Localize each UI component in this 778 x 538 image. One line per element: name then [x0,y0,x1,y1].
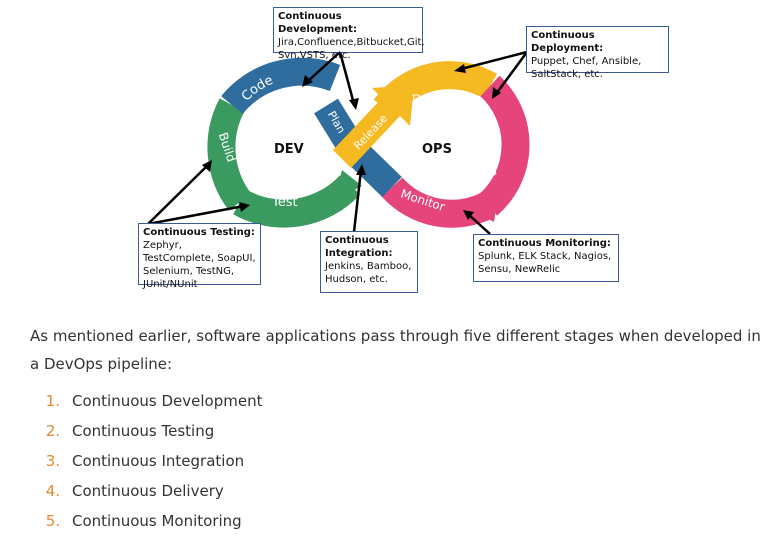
list-number: 3. [45,452,60,470]
pointer-dev-to-code-head [302,75,313,87]
callout-testing-body: Zephyr, TestComplete, SoapUI, Selenium, … [143,240,256,290]
list-number: 2. [45,422,60,440]
callout-monitoring-title: Continuous Monitoring: [478,238,611,249]
ops-center-label: OPS [422,142,452,157]
callout-continuous-development: Continuous Development: Jira,Confluence,… [273,7,425,61]
pointer-deploy-to-deploy [460,50,528,71]
pointer-testing-to-test [147,204,245,226]
list-item: 4. Continuous Delivery [30,476,262,506]
stage-list: 1. Continuous Development 2. Continuous Te… [30,386,263,536]
list-label: Continuous Development [72,392,263,410]
callout-continuous-integration: Continuous Integration: Jenkins, Bamboo,… [320,231,418,293]
callout-continuous-testing: Continuous Testing: Zephyr, TestComplete… [138,223,261,290]
callout-deployment-body: Puppet, Chef, Ansible, SaltStack, etc. [531,56,642,80]
pointer-monitoring-to-monitor-head [463,210,474,220]
pointer-testing-to-build [147,164,209,225]
callout-integration-title: Continuous Integration: [325,235,393,259]
pointer-dev-to-plan-head [349,98,359,110]
pointer-deploy-to-deploy-head [454,64,466,73]
list-label: Continuous Monitoring [72,512,242,530]
pointer-dev-to-code [306,51,341,83]
list-number: 4. [45,482,60,500]
test-arrowhead [334,170,362,200]
pointer-deploy-to-operate-head [492,87,501,99]
operate-arrowhead [472,196,498,222]
code-segment [221,57,341,115]
callout-testing-title: Continuous Testing: [143,227,255,238]
list-item: 2. Continuous Testing [30,416,262,446]
pointer-testing-to-build-head [202,160,212,172]
pointer-dev-to-plan [338,51,356,105]
pointer-integration-to-release-head [356,164,366,175]
list-number: 1. [45,392,60,410]
pointer-testing-to-test-head [239,202,250,212]
release-arrow [333,85,414,168]
list-label: Continuous Integration [72,452,245,470]
list-item: 1. Continuous Development [30,386,263,416]
callout-continuous-deployment: Continuous Deployment: Puppet, Chef, Ans… [526,26,669,80]
pointer-integration-to-release [352,169,363,233]
callout-development-body: Jira,Confluence,Bitbucket,Git, Svn,VSTS,… [278,37,425,61]
intro-paragraph: As mentioned earlier, software applicati… [30,327,761,373]
pointer-deploy-to-operate [494,51,529,95]
callout-monitoring-body: Splunk, ELK Stack, Nagios, Sensu, NewRel… [478,251,612,275]
operate-segment [478,75,530,216]
list-label: Continuous Delivery [72,482,224,500]
build-segment [207,98,252,211]
list-item: 5. Continuous Monitoring [30,506,262,536]
list-label: Continuous Testing [72,422,215,440]
callout-deployment-title: Continuous Deployment: [531,30,604,54]
devops-infinity-diagram: Code Build Test Plan Release Deploy Oper… [138,7,669,293]
list-item: 3. Continuous Integration [30,446,262,476]
callout-integration-body: Jenkins, Bamboo, Hudson, etc. [325,261,412,285]
callout-continuous-monitoring: Continuous Monitoring: Splunk, ELK Stack… [473,234,619,282]
pointer-arrows [147,50,529,235]
test-label: Test [271,195,298,210]
pointer-monitoring-to-monitor [467,213,491,235]
callout-development-title: Continuous Development: [278,11,357,35]
list-number: 5. [45,512,60,530]
dev-center-label: DEV [274,142,304,157]
operate-label: Operate [475,127,501,178]
devops-loop-svg: Code Build Test Plan Release Deploy Oper… [147,50,530,235]
